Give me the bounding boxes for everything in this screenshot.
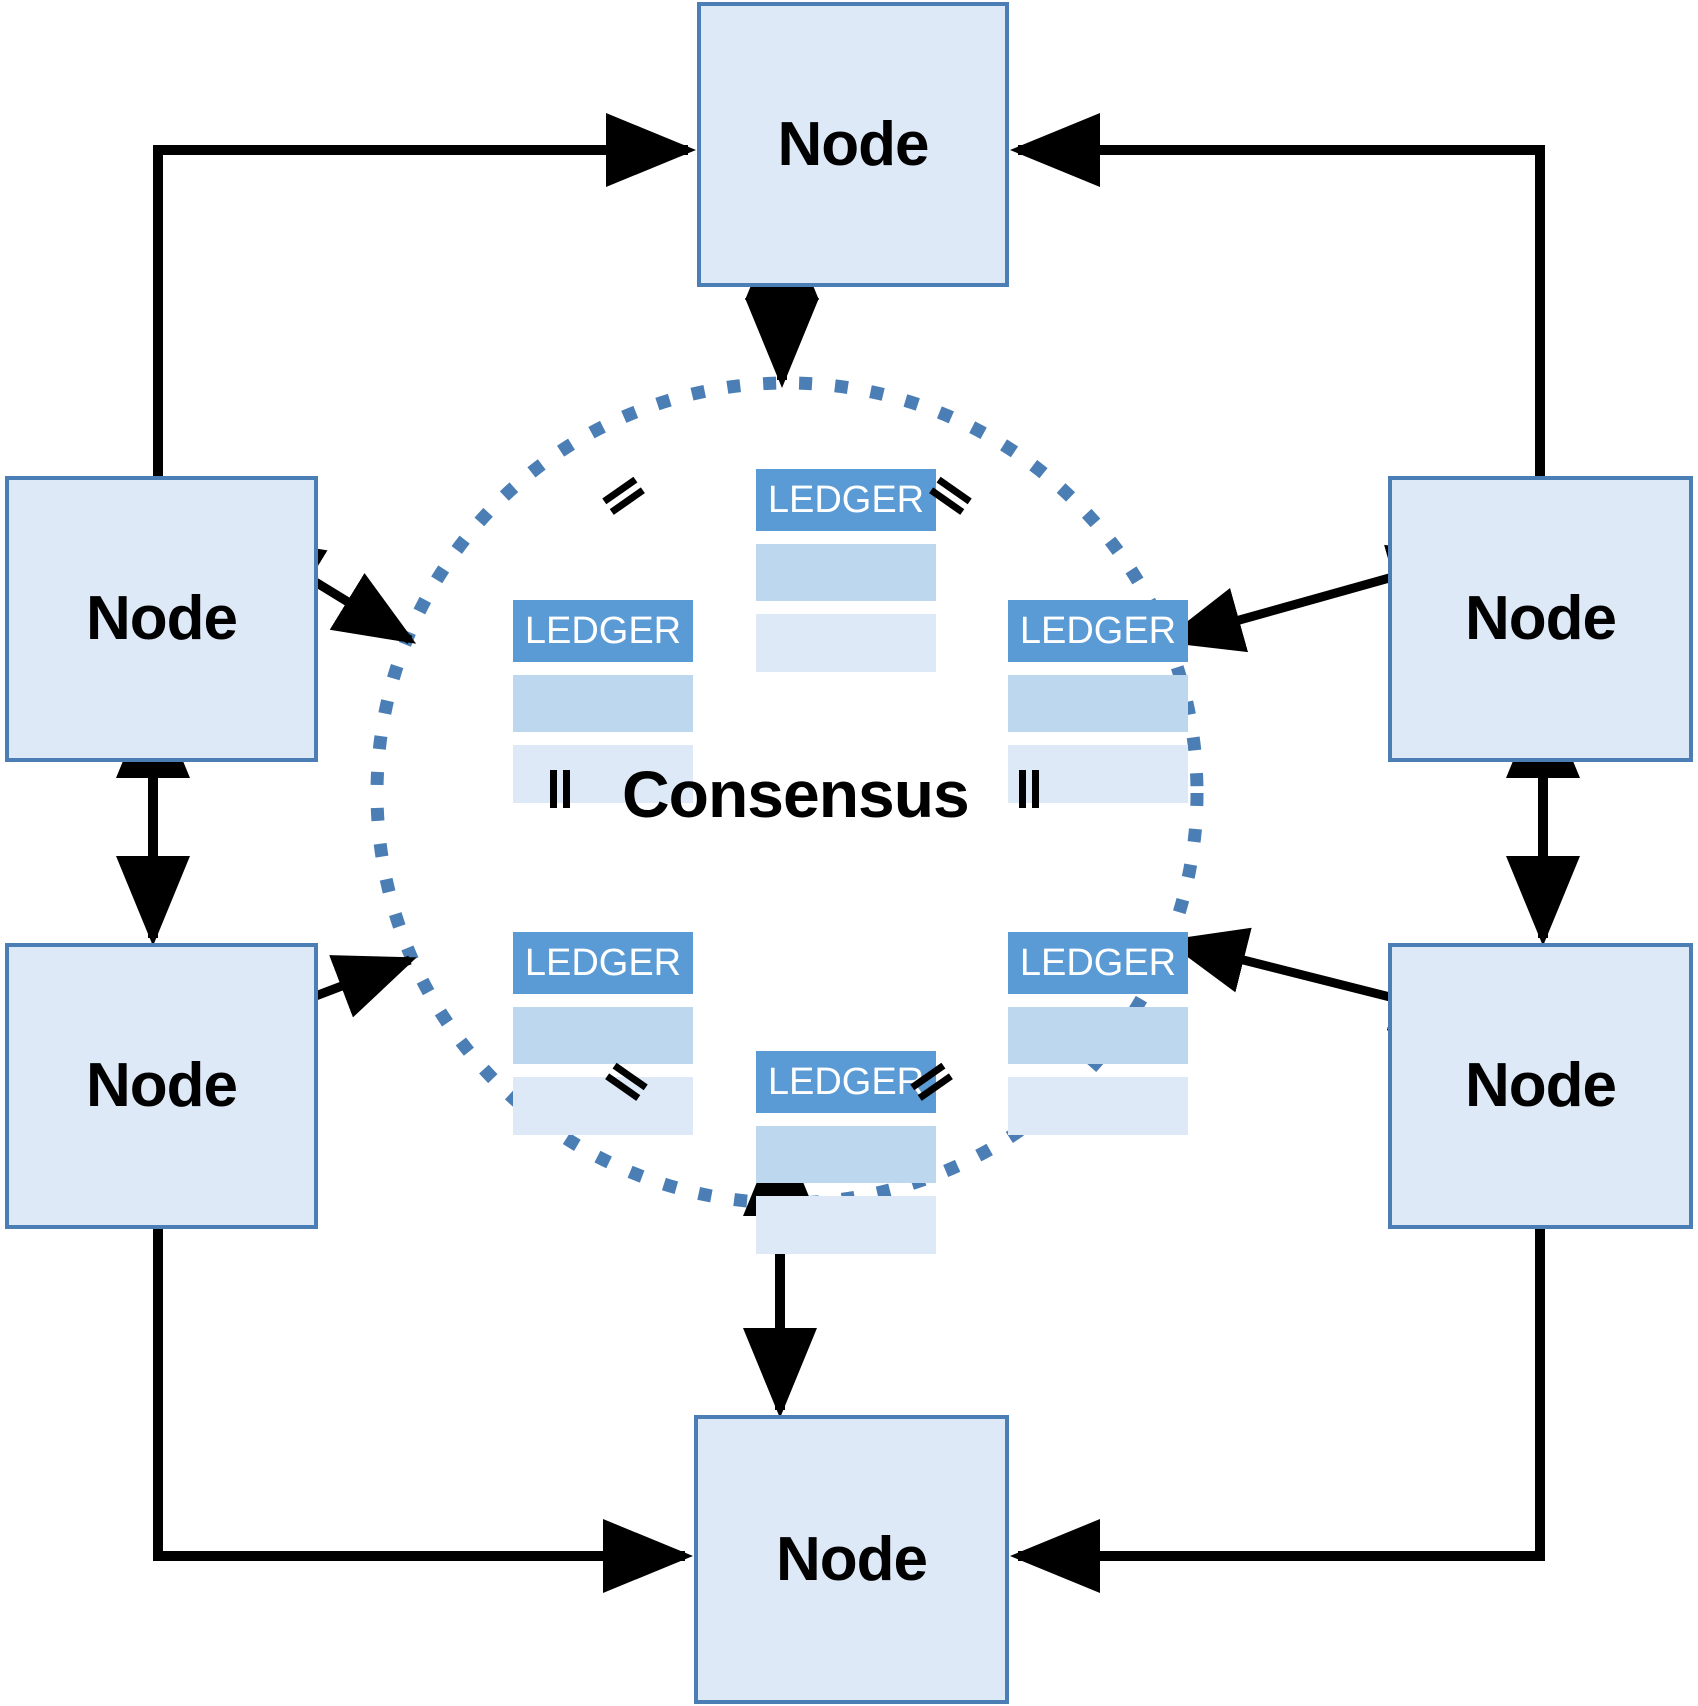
equals-icon-mid-right [1019,770,1039,808]
ledger-row [756,1196,936,1254]
ledger-row [513,1077,693,1135]
connector-right-lower-to-consensus [1165,927,1474,1031]
connector-left-upper-to-top [153,113,697,476]
node-label: Node [776,1524,928,1594]
ledger-top[interactable]: LEDGER [756,469,936,672]
ledger-upper-right[interactable]: LEDGER [1008,600,1188,803]
ledger-upper-left[interactable]: LEDGER [513,600,693,803]
equals-icon-top-left [602,476,645,515]
consensus-circle [370,376,1204,1210]
connector-right-lower-to-bottom [1009,1229,1545,1593]
ledger-row [513,745,693,803]
ledger-row [756,544,936,601]
ledger-row [513,1007,693,1064]
ledger-lower-right[interactable]: LEDGER [1008,932,1188,1135]
equals-icon-mid-left [550,770,570,808]
ledger-header: LEDGER [513,600,693,662]
ledger-header: LEDGER [1008,932,1188,994]
ledger-row [1008,675,1188,732]
ledger-header: LEDGER [756,1051,936,1113]
ledger-row [756,614,936,672]
equals-icon-top-right [929,476,972,515]
connector-left-lower-to-bottom [153,1229,694,1593]
equals-icon-bottom-left [605,1062,648,1101]
connector-left-upper-to-consensus [241,536,417,644]
ledger-bottom[interactable]: LEDGER [756,1051,936,1254]
equals-icon-bottom-right [910,1062,953,1101]
ledger-header: LEDGER [756,469,936,531]
node-label: Node [1465,584,1617,653]
node-label: Node [86,1051,238,1120]
ledger-row [1008,1007,1188,1064]
connector-right-upper-to-consensus [1161,544,1472,653]
node-label: Node [1465,1051,1617,1120]
node-top[interactable]: Node [697,2,1009,287]
ledger-header: LEDGER [513,932,693,994]
node-left-upper[interactable]: Node [5,476,318,762]
node-label: Node [86,584,238,653]
node-label: Node [777,109,930,179]
ledger-row [756,1126,936,1183]
connector-right-upper-to-top [1009,113,1545,476]
consensus-label: Consensus [622,757,970,831]
ledger-lower-left[interactable]: LEDGER [513,932,693,1135]
ledger-row [513,675,693,732]
ledger-row [1008,1077,1188,1135]
node-left-lower[interactable]: Node [5,943,318,1229]
node-right-upper[interactable]: Node [1388,476,1693,762]
node-right-lower[interactable]: Node [1388,943,1693,1229]
ledger-header: LEDGER [1008,600,1188,662]
node-bottom[interactable]: Node [694,1415,1009,1704]
